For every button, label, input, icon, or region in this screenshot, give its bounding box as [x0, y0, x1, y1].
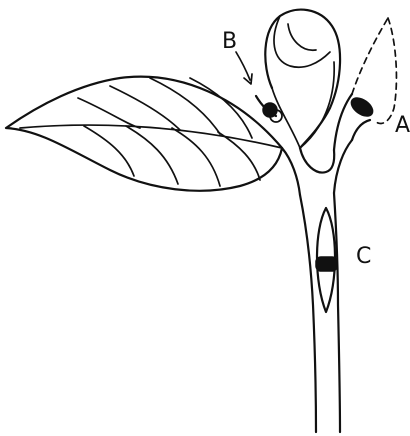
stem-node: [282, 140, 352, 195]
terminal-bud: [265, 10, 340, 148]
label-c: C: [356, 244, 371, 269]
arrow-b: [236, 52, 252, 84]
label-b: B: [222, 29, 237, 54]
label-a: A: [395, 113, 410, 138]
leaf: [6, 77, 282, 191]
band-c: [316, 257, 337, 271]
stem-window-c: [316, 208, 337, 312]
cut-mark-a: [348, 94, 376, 119]
lateral-stub-a: [334, 94, 376, 150]
petiole-junction-b: [256, 96, 282, 122]
